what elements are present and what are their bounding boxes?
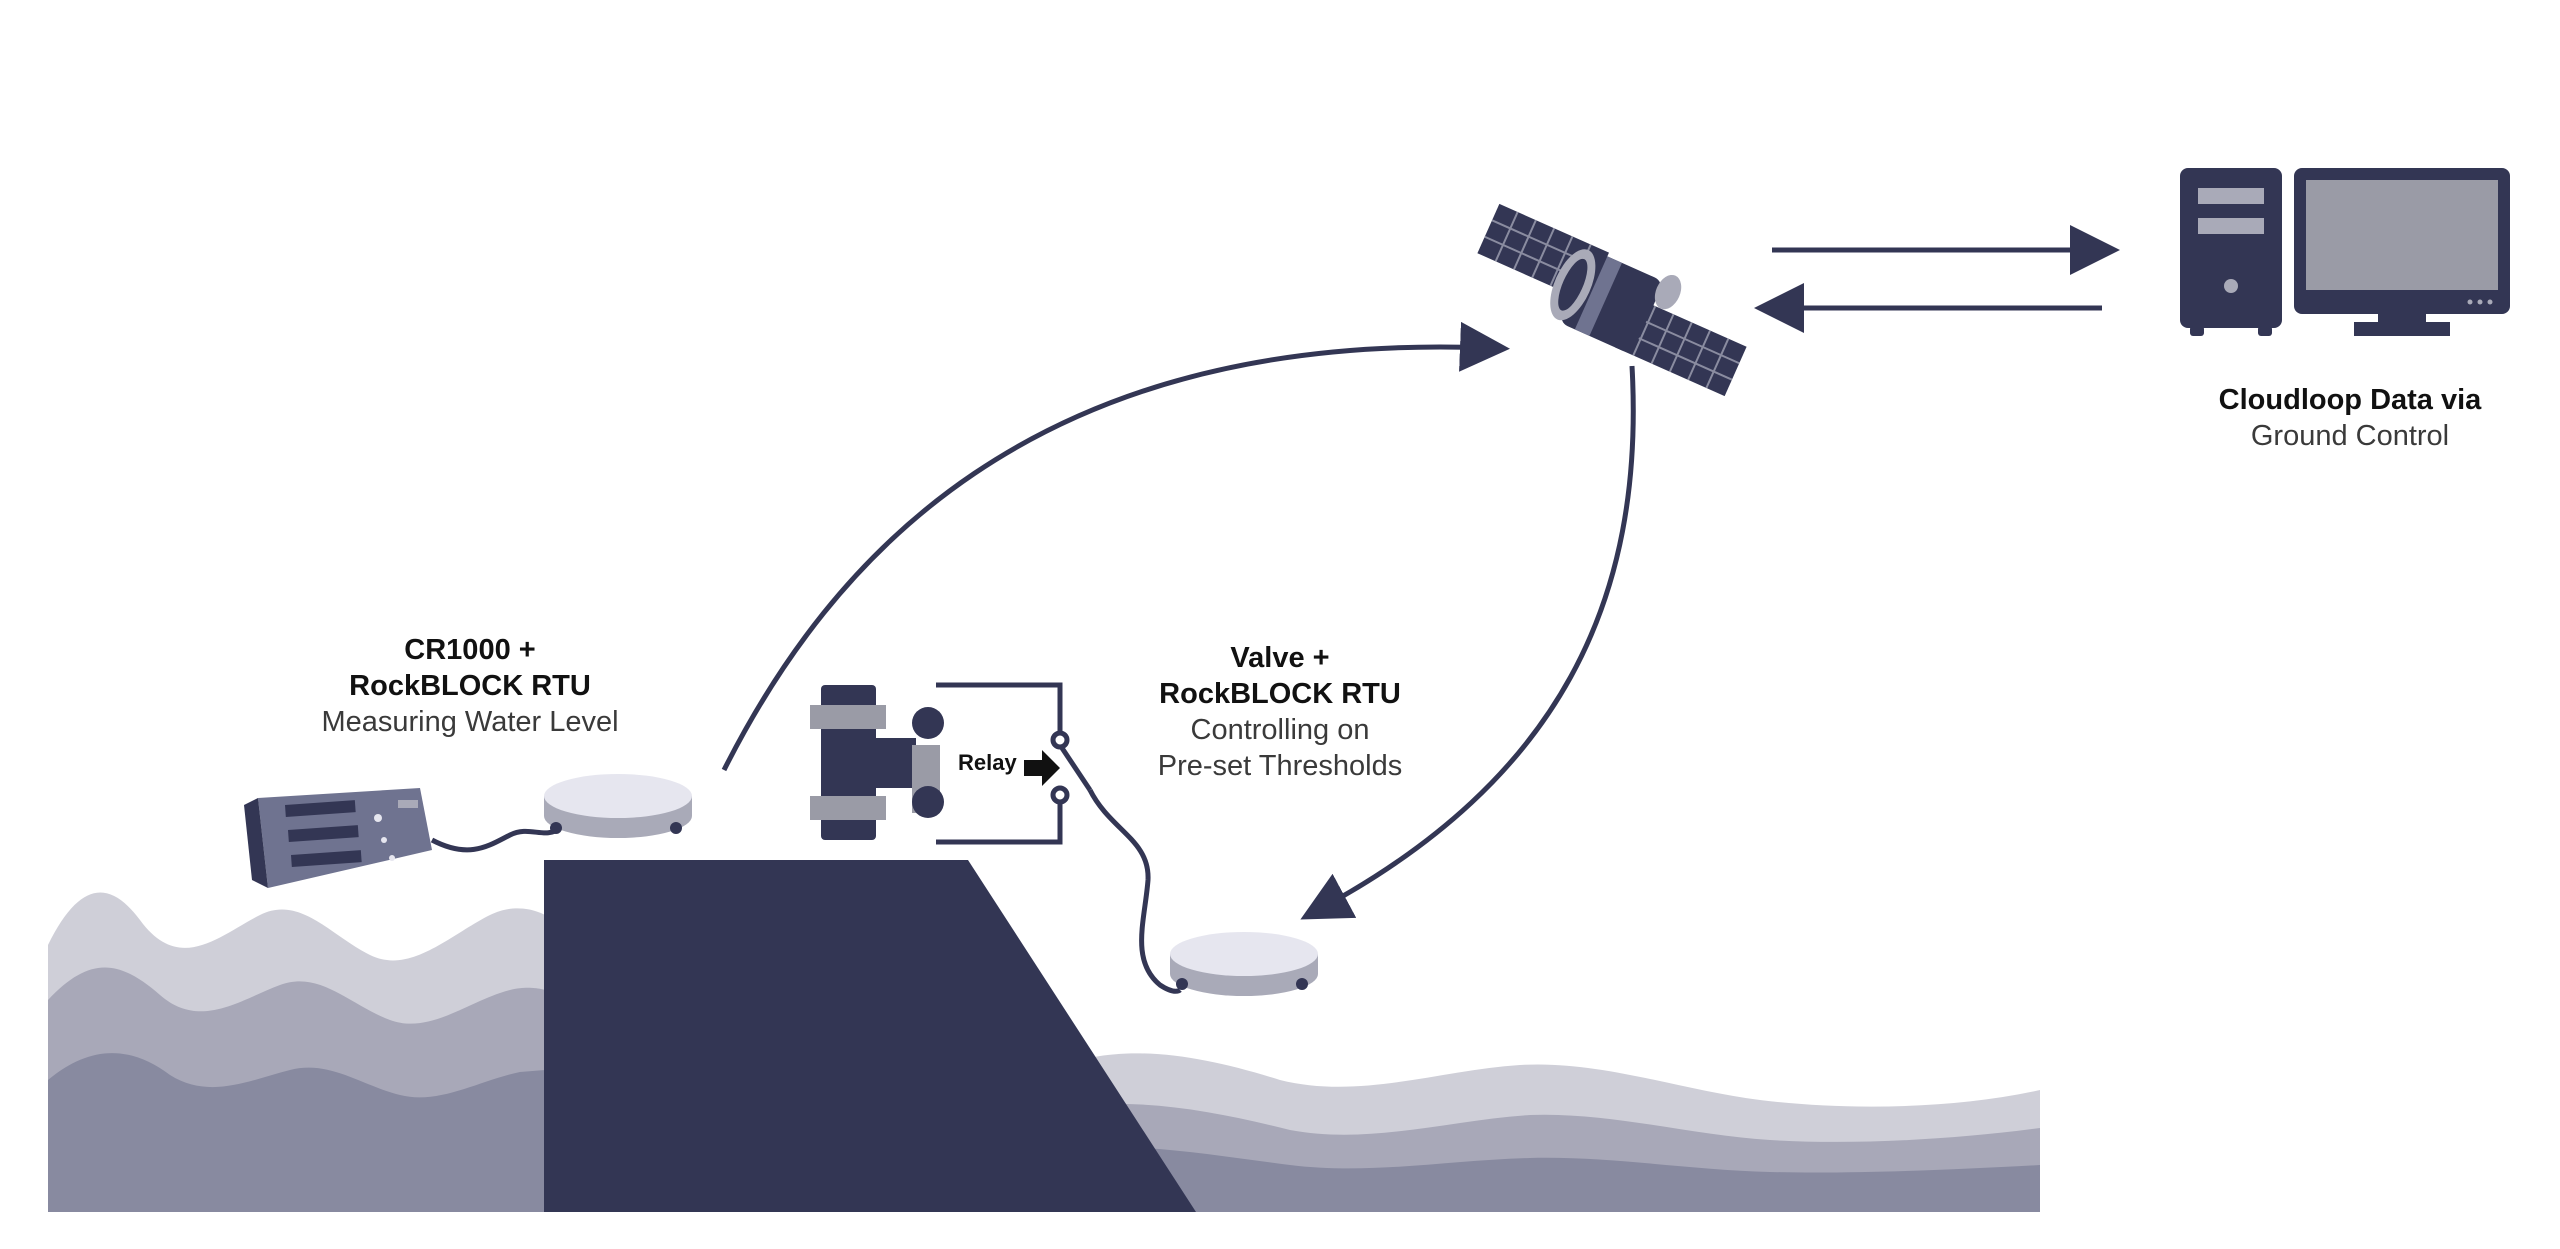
cr1000-title-line2: RockBLOCK RTU: [349, 670, 591, 702]
valve-title-line2: RockBLOCK RTU: [1159, 678, 1401, 710]
left-wave-front: [48, 1053, 545, 1212]
valve-icon: [810, 685, 944, 840]
left-water: [48, 892, 545, 1212]
uplink-arrow: [721, 321, 1510, 772]
relay-arrow-icon: [1024, 750, 1060, 786]
relay-label: Relay: [958, 750, 1017, 775]
cloudloop-label: Cloudloop Data via Ground Control: [2200, 382, 2500, 454]
valve-label: Valve + RockBLOCK RTU Controlling on Pre…: [1130, 640, 1430, 784]
relay-wiring: [936, 682, 1182, 994]
datalogger-icon: [244, 788, 432, 888]
monitor-icon: [2294, 168, 2510, 336]
cr1000-label: CR1000 + RockBLOCK RTU Measuring Water L…: [300, 632, 640, 740]
datalogger-cable: [430, 825, 562, 853]
downlink-arrow: [1300, 365, 1636, 920]
cloudloop-subtitle: Ground Control: [2250, 420, 2450, 452]
cloudloop-title: Cloudloop Data via: [2218, 384, 2482, 416]
right-water: [1050, 1053, 2040, 1212]
valve-subtitle-line1: Controlling on: [1190, 714, 1370, 746]
valve-title-line1: Valve +: [1230, 642, 1330, 674]
cr1000-title-line1: CR1000 +: [404, 634, 536, 666]
cr1000-subtitle: Measuring Water Level: [321, 706, 619, 738]
antenna-icon-valve: [1170, 932, 1318, 996]
satellite-icon: [1477, 203, 1747, 397]
antenna-icon: [544, 774, 692, 838]
dam: [544, 860, 1196, 1212]
right-wave-front: [1050, 1146, 2040, 1212]
valve-subtitle-line2: Pre-set Thresholds: [1157, 750, 1403, 782]
server-tower-icon: [2180, 168, 2282, 336]
